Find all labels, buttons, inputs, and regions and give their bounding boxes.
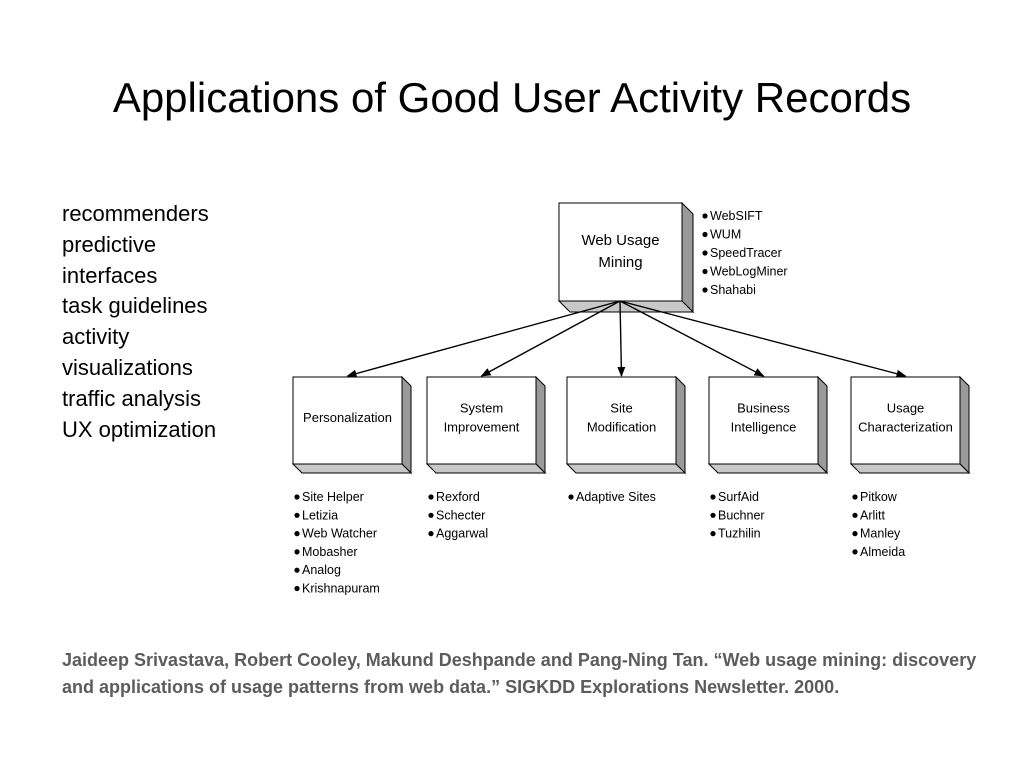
bullet-item: Manley <box>860 527 901 541</box>
bullet-icon <box>702 287 708 293</box>
list-item: traffic analysis <box>62 385 201 411</box>
bullet-item: Arlitt <box>860 508 886 522</box>
usage-characterization-label: Usage <box>887 400 925 415</box>
bullet-item: WebLogMiner <box>710 265 788 279</box>
arrow-business-intelligence <box>619 300 765 377</box>
bullet-icon <box>702 213 708 219</box>
citation: Jaideep Srivastava, Robert Cooley, Makun… <box>62 650 977 697</box>
list-item: visualizations <box>62 354 193 380</box>
system-improvement-box <box>426 376 537 465</box>
bullet-item: Mobasher <box>302 545 358 559</box>
bullet-icon <box>852 494 858 500</box>
personalization-box <box>292 376 403 465</box>
arrow-site-modification <box>617 300 626 377</box>
usage-characterization-box-side <box>959 375 970 475</box>
bullet-item: Letizia <box>302 508 338 522</box>
usage-characterization-label: Characterization <box>858 419 953 434</box>
business-intelligence-box <box>708 376 819 465</box>
bullet-item: Schecter <box>436 508 485 522</box>
personalization-box-bottom <box>291 463 413 474</box>
bullet-item: SpeedTracer <box>710 246 782 260</box>
bullet-icon <box>294 585 300 592</box>
web-usage-mining-box-side <box>681 201 694 314</box>
arrow-personalization <box>346 300 621 378</box>
bullet-icon <box>294 567 300 573</box>
applications-list: recommenders predictive interfaces task … <box>62 199 216 445</box>
bullet-icon <box>702 268 708 275</box>
bullet-icon <box>294 494 300 500</box>
bullet-item: Buchner <box>718 508 765 522</box>
usage-characterization-box <box>850 376 961 465</box>
bullet-item: Adaptive Sites <box>576 490 656 504</box>
web-usage-mining-box <box>558 202 683 302</box>
bullet-icon <box>428 494 434 500</box>
bullet-icon <box>852 531 858 537</box>
bullet-item: Site Helper <box>302 490 364 504</box>
bullet-icon <box>294 549 300 555</box>
slide-title: Applications of Good User Activity Recor… <box>112 74 912 121</box>
bullet-icon <box>710 512 716 518</box>
site-modification-box-side <box>675 375 686 475</box>
bullet-icon <box>428 531 434 537</box>
list-item: predictive <box>62 231 157 257</box>
bullet-icon <box>852 512 858 518</box>
bullet-icon <box>852 549 858 555</box>
bullet-icon <box>568 494 574 500</box>
bullet-item: Krishnapuram <box>302 582 380 596</box>
bullet-item: WUM <box>710 228 741 242</box>
bullet-item: Analog <box>302 563 341 577</box>
business-intelligence-label: Intelligence <box>731 419 797 434</box>
bullet-item: Aggarwal <box>436 527 488 541</box>
arrow-usage-characterization <box>619 300 907 378</box>
bullet-item: Web Watcher <box>302 527 377 541</box>
arrow-system-improvement <box>480 300 621 377</box>
web-usage-mining-label: Web Usage <box>581 232 659 249</box>
system-improvement-label: System <box>460 400 503 415</box>
site-modification-label: Site <box>610 400 632 415</box>
business-intelligence-box-side <box>817 375 828 475</box>
site-modification-label: Modification <box>587 419 656 434</box>
bullet-item: SurfAid <box>718 490 759 504</box>
personalization-label: Personalization <box>303 410 392 425</box>
site-modification-box <box>566 376 677 465</box>
list-item: recommenders <box>62 201 209 226</box>
business-intelligence-box-bottom <box>707 463 829 474</box>
bullet-item: Rexford <box>436 490 480 504</box>
usage-characterization-box-bottom <box>849 463 971 474</box>
site-modification-box-bottom <box>565 463 687 474</box>
list-item: activity <box>62 324 130 350</box>
bullet-item: Almeida <box>860 545 905 559</box>
bullet-icon <box>710 494 716 500</box>
bullet-item: Pitkow <box>860 490 898 504</box>
list-item: interfaces <box>62 262 158 288</box>
system-improvement-label: Improvement <box>444 419 520 434</box>
bullet-icon <box>702 250 708 256</box>
bullet-icon <box>710 531 716 537</box>
bullet-item: WebSIFT <box>710 209 763 223</box>
system-improvement-box-bottom <box>425 463 547 474</box>
bullet-icon <box>702 231 708 238</box>
personalization-box-side <box>401 375 412 475</box>
web-usage-mining-label: Mining <box>598 254 642 271</box>
business-intelligence-label: Business <box>737 400 790 415</box>
bullet-icon <box>428 512 434 518</box>
bullet-item: Tuzhilin <box>718 527 761 541</box>
list-item: task guidelines <box>62 293 208 319</box>
list-item: UX optimization <box>62 416 217 442</box>
bullet-icon <box>294 512 300 518</box>
system-improvement-box-side <box>535 375 546 475</box>
bullet-item: Shahabi <box>710 283 756 297</box>
bullet-icon <box>294 531 300 537</box>
